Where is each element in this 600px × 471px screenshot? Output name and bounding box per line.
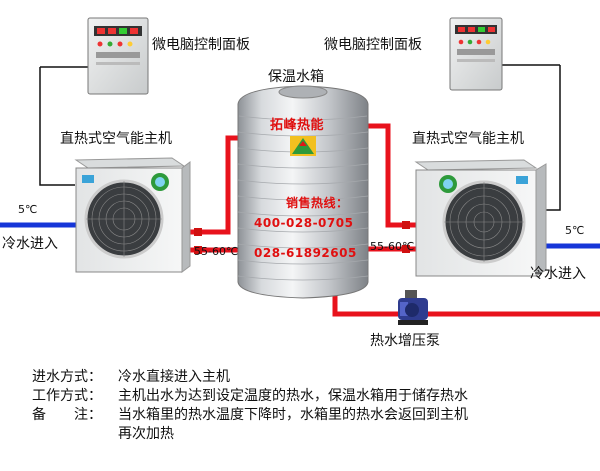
hot-pipe-left-out bbox=[180, 135, 240, 235]
cold-in-right-label: 冷水进入 bbox=[530, 266, 586, 282]
note-key: 工作方式： bbox=[32, 388, 102, 404]
heat-pump-unit-right-icon bbox=[414, 159, 547, 277]
note-row: 进水方式： 冷水直接进入主机 bbox=[32, 368, 468, 387]
wire-left-panel bbox=[39, 67, 75, 186]
note-value: 冷水直接进入主机 bbox=[118, 369, 230, 385]
note-row: 备 注： 当水箱里的热水温度下降时，水箱里的热水会返回到主机 bbox=[32, 406, 468, 425]
heat-pump-unit-left-icon bbox=[74, 157, 191, 273]
temp-in-right-label: 5℃ bbox=[565, 224, 585, 237]
unit-left-label: 直热式空气能主机 bbox=[60, 131, 172, 147]
note-value: 主机出水为达到设定温度的热水，保温水箱用于储存热水 bbox=[118, 388, 468, 404]
cold-pipes bbox=[0, 222, 600, 249]
tank-brand-text: 拓峰热能 bbox=[270, 118, 325, 133]
note-key: 备 注： bbox=[32, 407, 102, 423]
tank-hotline-text: 销售热线： bbox=[286, 196, 349, 210]
note-row: 工作方式： 主机出水为达到设定温度的热水，保温水箱用于储存热水 bbox=[32, 387, 468, 406]
note-row: 再次加热 bbox=[32, 425, 468, 444]
tank-phone2-text: 028-61892605 bbox=[254, 246, 357, 260]
panel-right-label: 微电脑控制面板 bbox=[324, 37, 422, 53]
water-tank-icon bbox=[237, 85, 369, 299]
cold-in-left-label: 冷水进入 bbox=[2, 236, 58, 252]
tank-label: 保温水箱 bbox=[268, 69, 324, 85]
control-wires bbox=[39, 64, 561, 211]
panel-left-label: 微电脑控制面板 bbox=[152, 37, 250, 53]
note-key bbox=[32, 425, 118, 444]
notes: 进水方式： 冷水直接进入主机 工作方式： 主机出水为达到设定温度的热水，保温水箱… bbox=[32, 368, 468, 444]
unit-right-label: 直热式空气能主机 bbox=[412, 131, 524, 147]
tank-phone1-text: 400-028-0705 bbox=[254, 216, 354, 230]
valves bbox=[194, 221, 410, 254]
temp-in-left-label: 5℃ bbox=[18, 203, 38, 216]
booster-pump-icon bbox=[398, 290, 428, 325]
note-value: 当水箱里的热水温度下降时，水箱里的热水会返回到主机 bbox=[118, 407, 468, 423]
control-panel-left-icon bbox=[87, 17, 149, 95]
note-value: 再次加热 bbox=[118, 426, 174, 442]
pump-label: 热水增压泵 bbox=[370, 333, 440, 349]
control-panel-right-icon bbox=[449, 17, 503, 91]
hot-pipe-to-pump bbox=[332, 282, 600, 317]
wire-right-panel bbox=[546, 65, 561, 211]
note-key: 进水方式： bbox=[32, 369, 102, 385]
temp-out-left-label: 55-60℃ bbox=[194, 245, 239, 258]
temp-out-right-label: 55-60℃ bbox=[370, 240, 415, 253]
